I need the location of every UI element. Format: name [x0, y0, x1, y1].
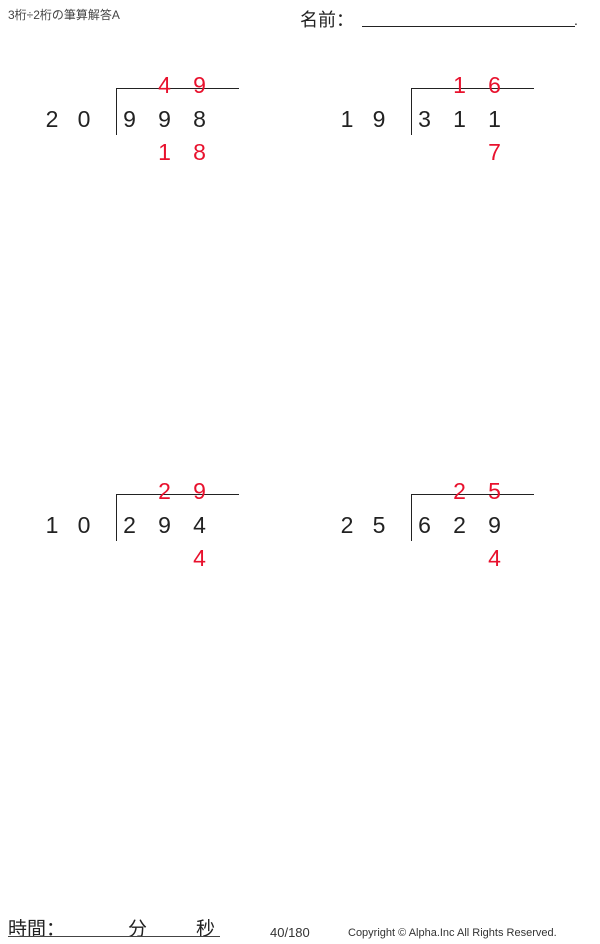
dividend-digit: 9 [158, 106, 171, 132]
remainder-digit: 4 [488, 545, 501, 571]
divisor-digit: 2 [45, 106, 59, 132]
dividend-digit: 2 [453, 512, 466, 538]
dividend-digit: 6 [418, 512, 431, 538]
divisor-digit: 0 [77, 512, 91, 538]
name-label: 名前： [300, 10, 354, 30]
remainder-digit: 7 [488, 139, 501, 165]
division-bracket [411, 494, 534, 541]
quotient-digit: 9 [193, 72, 206, 98]
dividend-digit: 9 [488, 512, 501, 538]
quotient-digit: 4 [158, 72, 171, 98]
dividend-digit: 1 [488, 106, 501, 132]
dividend-digit: 8 [193, 106, 206, 132]
remainder-digit: 8 [193, 139, 206, 165]
dividend-digit: 9 [123, 106, 136, 132]
dividend-digit: 4 [193, 512, 206, 538]
remainder-digit: 1 [158, 139, 171, 165]
quotient-digit: 2 [453, 478, 466, 504]
dividend-digit: 3 [418, 106, 431, 132]
quotient-digit: 5 [488, 478, 501, 504]
divisor-digit: 9 [372, 106, 386, 132]
division-bracket [116, 88, 239, 135]
quotient-digit: 2 [158, 478, 171, 504]
quotient-digit: 1 [453, 72, 466, 98]
divisor-digit: 5 [372, 512, 386, 538]
dividend-digit: 1 [453, 106, 466, 132]
minutes-label: 分 [128, 919, 148, 940]
dividend-digit: 2 [123, 512, 136, 538]
seconds-label: 秒 [196, 919, 216, 940]
divisor-digit: 1 [45, 512, 59, 538]
time-label: 時間： [8, 919, 66, 940]
division-bracket [411, 88, 534, 135]
divisor-digit: 2 [340, 512, 354, 538]
quotient-digit: 9 [193, 478, 206, 504]
copyright: Copyright © Alpha.Inc All Rights Reserve… [348, 927, 557, 939]
remainder: 7 [407, 139, 512, 166]
remainder: 4 [407, 545, 512, 572]
dividend-digit: 9 [158, 512, 171, 538]
page-number: 40/180 [270, 925, 310, 940]
remainder: 4 [112, 545, 217, 572]
name-dot: . [574, 12, 578, 28]
division-bracket [116, 494, 239, 541]
divisor-digit: 1 [340, 106, 354, 132]
time-field[interactable] [8, 936, 220, 937]
remainder-digit: 4 [193, 545, 206, 571]
quotient-digit: 6 [488, 72, 501, 98]
divisor-digit: 0 [77, 106, 91, 132]
worksheet-title: 3桁÷2桁の筆算解答A [8, 8, 120, 22]
name-field[interactable] [362, 26, 575, 27]
